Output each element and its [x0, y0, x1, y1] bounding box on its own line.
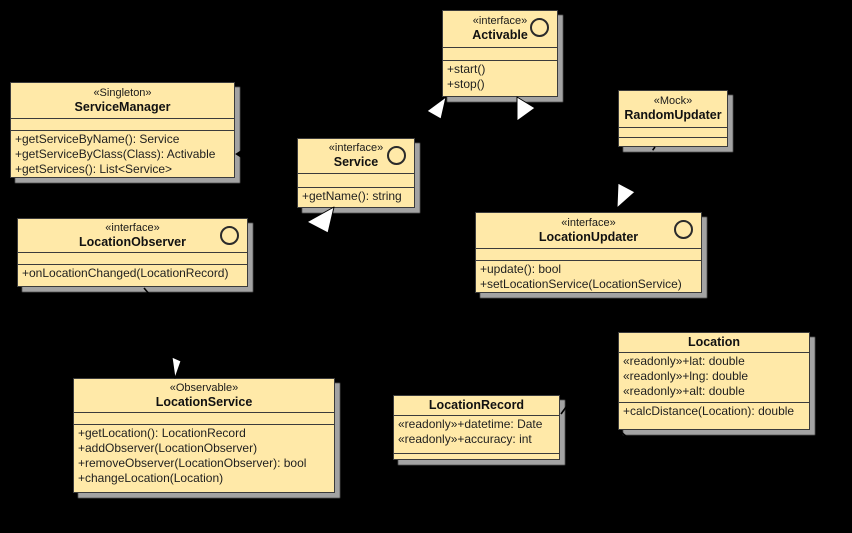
- class-header: «Singleton» ServiceManager: [11, 83, 234, 118]
- class-name: LocationService: [155, 394, 253, 409]
- class-name: LocationRecord: [428, 398, 525, 412]
- attributes-compartment: [619, 127, 727, 137]
- class-activable[interactable]: «interface» Activable +start() +stop(): [442, 10, 558, 97]
- methods-compartment: +getName(): string: [298, 187, 414, 207]
- attributes-compartment: [74, 412, 334, 424]
- edge-fragment-location-observer[interactable]: [143, 287, 151, 296]
- class-header: «interface» LocationObserver: [18, 219, 247, 252]
- class-location-record[interactable]: LocationRecord «readonly»+datetime: Date…: [393, 395, 560, 460]
- realization-arrowhead-activable-left[interactable]: [426, 96, 447, 120]
- class-method: +onLocationChanged(LocationRecord): [22, 266, 229, 280]
- class-stereotype: «Singleton»: [93, 86, 152, 99]
- class-method: +removeObserver(LocationObserver): bool: [78, 456, 307, 470]
- class-attribute: «readonly»+datetime: Date: [398, 417, 543, 431]
- class-method: +start(): [447, 62, 486, 76]
- class-stereotype: «interface»: [105, 221, 160, 234]
- class-attribute: «readonly»+accuracy: int: [398, 432, 532, 446]
- attributes-compartment: «readonly»+lat: double «readonly»+lng: d…: [619, 352, 809, 402]
- class-service-manager[interactable]: «Singleton» ServiceManager +getServiceBy…: [10, 82, 235, 178]
- methods-compartment: +update(): bool +setLocationService(Loca…: [476, 260, 701, 292]
- class-header: LocationRecord: [394, 396, 559, 415]
- class-name: RandomUpdater: [624, 108, 722, 122]
- methods-compartment: +calcDistance(Location): double: [619, 402, 809, 429]
- methods-compartment: [619, 137, 727, 146]
- class-method: +getName(): string: [302, 189, 402, 203]
- attributes-compartment: [11, 118, 234, 130]
- methods-compartment: +start() +stop(): [443, 60, 557, 96]
- class-attribute: «readonly»+lng: double: [623, 369, 749, 383]
- class-stereotype: «interface»: [561, 216, 616, 229]
- attributes-compartment: [18, 252, 247, 264]
- class-name: Location: [687, 335, 741, 349]
- class-header: «Mock» RandomUpdater: [619, 91, 727, 127]
- class-location-observer[interactable]: «interface» LocationObserver +onLocation…: [17, 218, 248, 287]
- class-header: «interface» Service: [298, 139, 414, 173]
- class-location-updater[interactable]: «interface» LocationUpdater +update(): b…: [475, 212, 702, 293]
- class-random-updater[interactable]: «Mock» RandomUpdater: [618, 90, 728, 147]
- class-method: +update(): bool: [480, 262, 562, 276]
- interface-circle-icon: [387, 146, 406, 165]
- realization-arrowhead-location-updater[interactable]: [616, 182, 636, 209]
- class-stereotype: «interface»: [472, 15, 528, 27]
- class-location[interactable]: Location «readonly»+lat: double «readonl…: [618, 332, 810, 430]
- class-stereotype: «interface»: [328, 142, 384, 154]
- attributes-compartment: «readonly»+datetime: Date «readonly»+acc…: [394, 415, 559, 453]
- realization-arrowhead-service[interactable]: [306, 206, 335, 234]
- class-name: Service: [333, 155, 379, 169]
- class-location-service[interactable]: «Observable» LocationService +getLocatio…: [73, 378, 335, 493]
- class-method: +stop(): [447, 77, 485, 91]
- methods-compartment: +getServiceByName(): Service +getService…: [11, 130, 234, 177]
- class-name: LocationObserver: [79, 234, 186, 249]
- edge-fragment-random-updater-dashed[interactable]: [646, 146, 656, 159]
- generalization-arrowhead-location-service[interactable]: [171, 356, 182, 379]
- attributes-compartment: [476, 248, 701, 260]
- attributes-compartment: [443, 47, 557, 60]
- class-stereotype: «Observable»: [169, 381, 239, 394]
- methods-compartment: [394, 453, 559, 459]
- class-service[interactable]: «interface» Service +getName(): string: [297, 138, 415, 208]
- class-method: +getServices(): List<Service>: [15, 162, 173, 176]
- class-header: «Observable» LocationService: [74, 379, 334, 412]
- class-name: ServiceManager: [74, 99, 171, 114]
- class-name: LocationUpdater: [538, 229, 639, 244]
- class-stereotype: «Mock»: [653, 95, 693, 107]
- class-attribute: «readonly»+alt: double: [623, 384, 745, 398]
- edge-fragment-location[interactable]: [619, 430, 629, 439]
- interface-circle-icon: [674, 220, 693, 239]
- interface-circle-icon: [220, 226, 239, 245]
- class-name: Activable: [472, 28, 528, 42]
- realization-arrowhead-activable-right[interactable]: [516, 96, 536, 122]
- class-header: «interface» LocationUpdater: [476, 213, 701, 248]
- class-header: Location: [619, 333, 809, 352]
- attributes-compartment: [298, 173, 414, 187]
- methods-compartment: +getLocation(): LocationRecord +addObser…: [74, 424, 334, 492]
- class-method: +getLocation(): LocationRecord: [78, 426, 246, 440]
- class-header: «interface» Activable: [443, 11, 557, 47]
- class-method: +getServiceByName(): Service: [15, 132, 180, 146]
- class-method: +calcDistance(Location): double: [623, 404, 795, 418]
- interface-circle-icon: [530, 18, 549, 37]
- class-method: +setLocationService(LocationService): [480, 277, 682, 291]
- class-method: +addObserver(LocationObserver): [78, 441, 258, 455]
- methods-compartment: +onLocationChanged(LocationRecord): [18, 264, 247, 286]
- edge-fragment-location-record[interactable]: [560, 402, 570, 415]
- class-attribute: «readonly»+lat: double: [623, 354, 745, 368]
- class-method: +changeLocation(Location): [78, 471, 224, 485]
- class-method: +getServiceByClass(Class): Activable: [15, 147, 216, 161]
- association-arrowhead-service-manager[interactable]: [235, 146, 248, 162]
